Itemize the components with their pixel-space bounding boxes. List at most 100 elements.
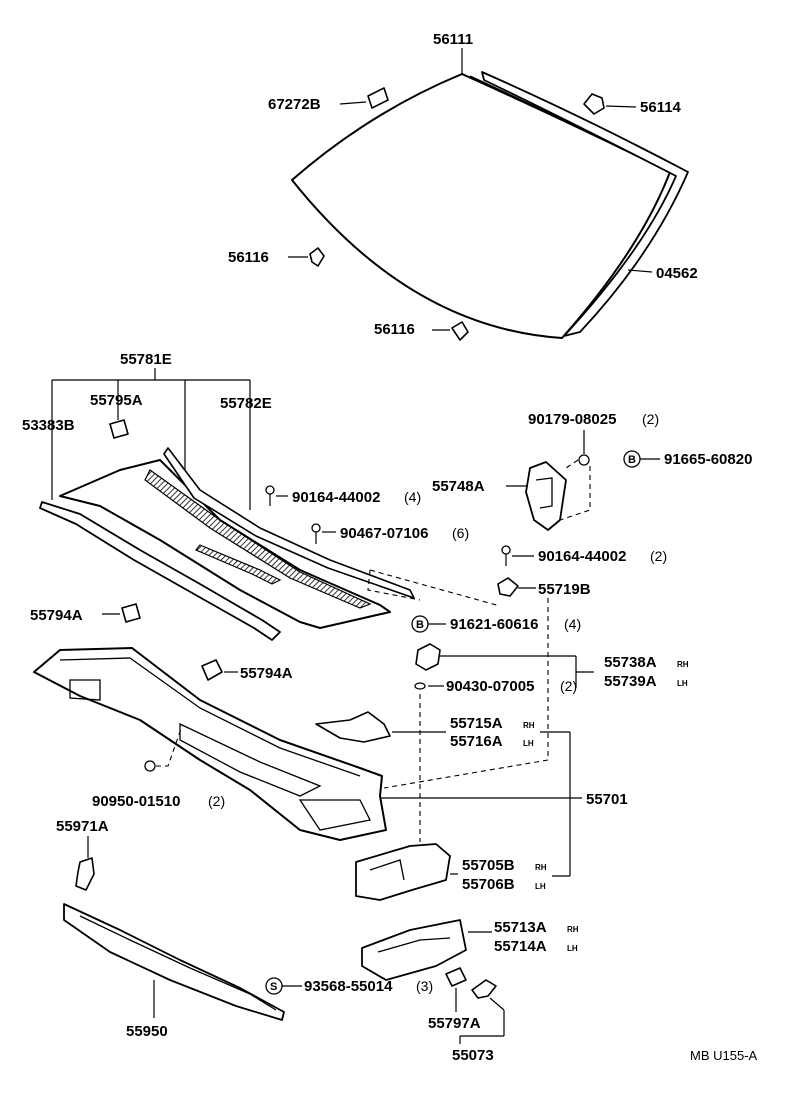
brace-lh-text: 55739A [604, 673, 657, 690]
dash-panel-part [63, 903, 285, 1021]
b-nut-text: 91665-60820 [664, 451, 752, 468]
shield-rh-mark: RH [567, 925, 579, 934]
clip-mid-label: 56116 [228, 249, 308, 266]
s-screw-qty: (3) [416, 978, 433, 994]
bracket-rh-mark: RH [523, 721, 535, 730]
bracket-rh-lh-label: 55715A RH 55716A LH [392, 715, 571, 876]
bracket-label: 55748A [432, 478, 528, 495]
clip-low-part [144, 760, 156, 772]
grommet-label: 90430-07005 (2) [428, 678, 577, 695]
bracket-rh-lh-part [315, 711, 391, 743]
clip-mid-part [309, 247, 325, 267]
bracket-text: 55748A [432, 478, 485, 495]
shield-part [361, 919, 467, 981]
diagram-id: MB U155-A [690, 1048, 758, 1063]
cowl-right-seal-part [163, 447, 415, 599]
rivet-label: 90467-07106 (6) [322, 525, 469, 542]
shield-rh-text: 55713A [494, 919, 547, 936]
b-bolt-label: B 91621-60616 (4) [411, 615, 581, 633]
pad-label: 55797A 55073 [428, 988, 505, 1064]
b-nut-label: B 91665-60820 [623, 450, 752, 468]
s-mark-text: S [270, 981, 277, 993]
panel-rh-lh-part [355, 843, 451, 901]
clip-top-text: 56114 [640, 99, 682, 116]
windshield-text: 56111 [433, 31, 473, 48]
brace-lh-mark: LH [677, 679, 688, 688]
cowl-panel-text: 55701 [586, 791, 628, 808]
shield-lh-mark: LH [567, 944, 578, 953]
moulding-text: 04562 [656, 265, 698, 282]
brace-rh-text: 55738A [604, 654, 657, 671]
pad-text: 55797A [428, 1015, 481, 1032]
seal-clip-part [109, 419, 129, 439]
rivet-qty: (6) [452, 525, 469, 541]
grommet-qty: (2) [560, 678, 577, 694]
cowl-mount-right-text: 55794A [240, 665, 293, 682]
cowl-mount-left-part [121, 603, 141, 623]
cowl-set-bracket: 55781E [51, 351, 251, 510]
seal-clip-text: 55795A [90, 392, 143, 409]
screw-a-part [265, 485, 275, 506]
grommet-text: 90430-07005 [446, 678, 534, 695]
rivet-part [311, 523, 321, 544]
clip-low-label: 90950-01510 (2) [92, 793, 225, 810]
shield-lh-text: 55714A [494, 938, 547, 955]
screw-b-text: 90164-44002 [538, 548, 626, 565]
bracket-lh-text: 55716A [450, 733, 503, 750]
screw-b-part [501, 545, 511, 566]
cowl-left-seal-text: 53383B [22, 417, 75, 434]
brace-rh-mark: RH [677, 660, 689, 669]
cowl-mount-left-label: 55794A [30, 607, 120, 624]
bolt-top-label: 90179-08025 (2) [528, 411, 659, 454]
b-bolt-text: 91621-60616 [450, 616, 538, 633]
moulding-label: 04562 [627, 265, 698, 282]
cowl-left-seal-part [39, 501, 281, 641]
panel-lh-mark: LH [535, 882, 546, 891]
cowl-top-panel [59, 459, 391, 629]
bracket-lh-mark: LH [523, 739, 534, 748]
dash-panel-label: 55950 [126, 980, 168, 1040]
cowl-right-seal-text: 55782E [220, 395, 272, 412]
bolt-top-text: 90179-08025 [528, 411, 616, 428]
hinge-clip-part [75, 857, 95, 891]
clip-bottom-label: 56116 [374, 321, 450, 338]
bolt-top-part [578, 454, 590, 466]
grommet-part [414, 682, 426, 690]
windshield-moulding [481, 71, 689, 337]
cowl-panel-label: 55701 [380, 791, 628, 808]
stopper-text: 67272B [268, 96, 321, 113]
bolt-top-qty: (2) [642, 411, 659, 427]
pad-set-text: 55073 [452, 1047, 494, 1064]
clip-bottom-text: 56116 [374, 321, 415, 338]
nut-clip-text: 55719B [538, 581, 591, 598]
screw-a-qty: (4) [404, 489, 421, 505]
b-bolt-qty: (4) [564, 616, 581, 632]
cowl-mount-right-label: 55794A [224, 665, 293, 682]
nut-clip-label: 55719B [518, 581, 591, 598]
cowl-mount-left-text: 55794A [30, 607, 83, 624]
hinge-clip-label: 55971A [56, 818, 109, 858]
screw-b-qty: (2) [650, 548, 667, 564]
panel-lh-text: 55706B [462, 876, 515, 893]
screw-a-label: 90164-44002 (4) [276, 489, 421, 506]
nut-clip-part [497, 577, 519, 597]
clip-bottom-part [451, 321, 469, 341]
brace-label: 55738A RH 55739A LH [440, 654, 689, 690]
brace-part [415, 643, 441, 671]
clip-top-part [583, 93, 605, 115]
clip-top-label: 56114 [605, 99, 682, 116]
shield-label: 55713A RH 55714A LH [468, 919, 579, 955]
panel-rh-mark: RH [535, 863, 547, 872]
windshield-label: 56111 [433, 31, 473, 74]
b-mark-text: B [628, 454, 636, 466]
screw-b-label: 90164-44002 (2) [512, 548, 667, 565]
s-screw-label: S 93568-55014 (3) [265, 977, 433, 995]
s-screw-text: 93568-55014 [304, 978, 393, 995]
cowl-mount-right-part [201, 659, 223, 681]
panel-rh-lh-label: 55705B RH 55706B LH [450, 857, 570, 893]
cowl-panel-part [33, 647, 387, 841]
panel-rh-text: 55705B [462, 857, 515, 874]
stopper-part [367, 87, 389, 109]
b-mark-text-2: B [416, 619, 424, 631]
